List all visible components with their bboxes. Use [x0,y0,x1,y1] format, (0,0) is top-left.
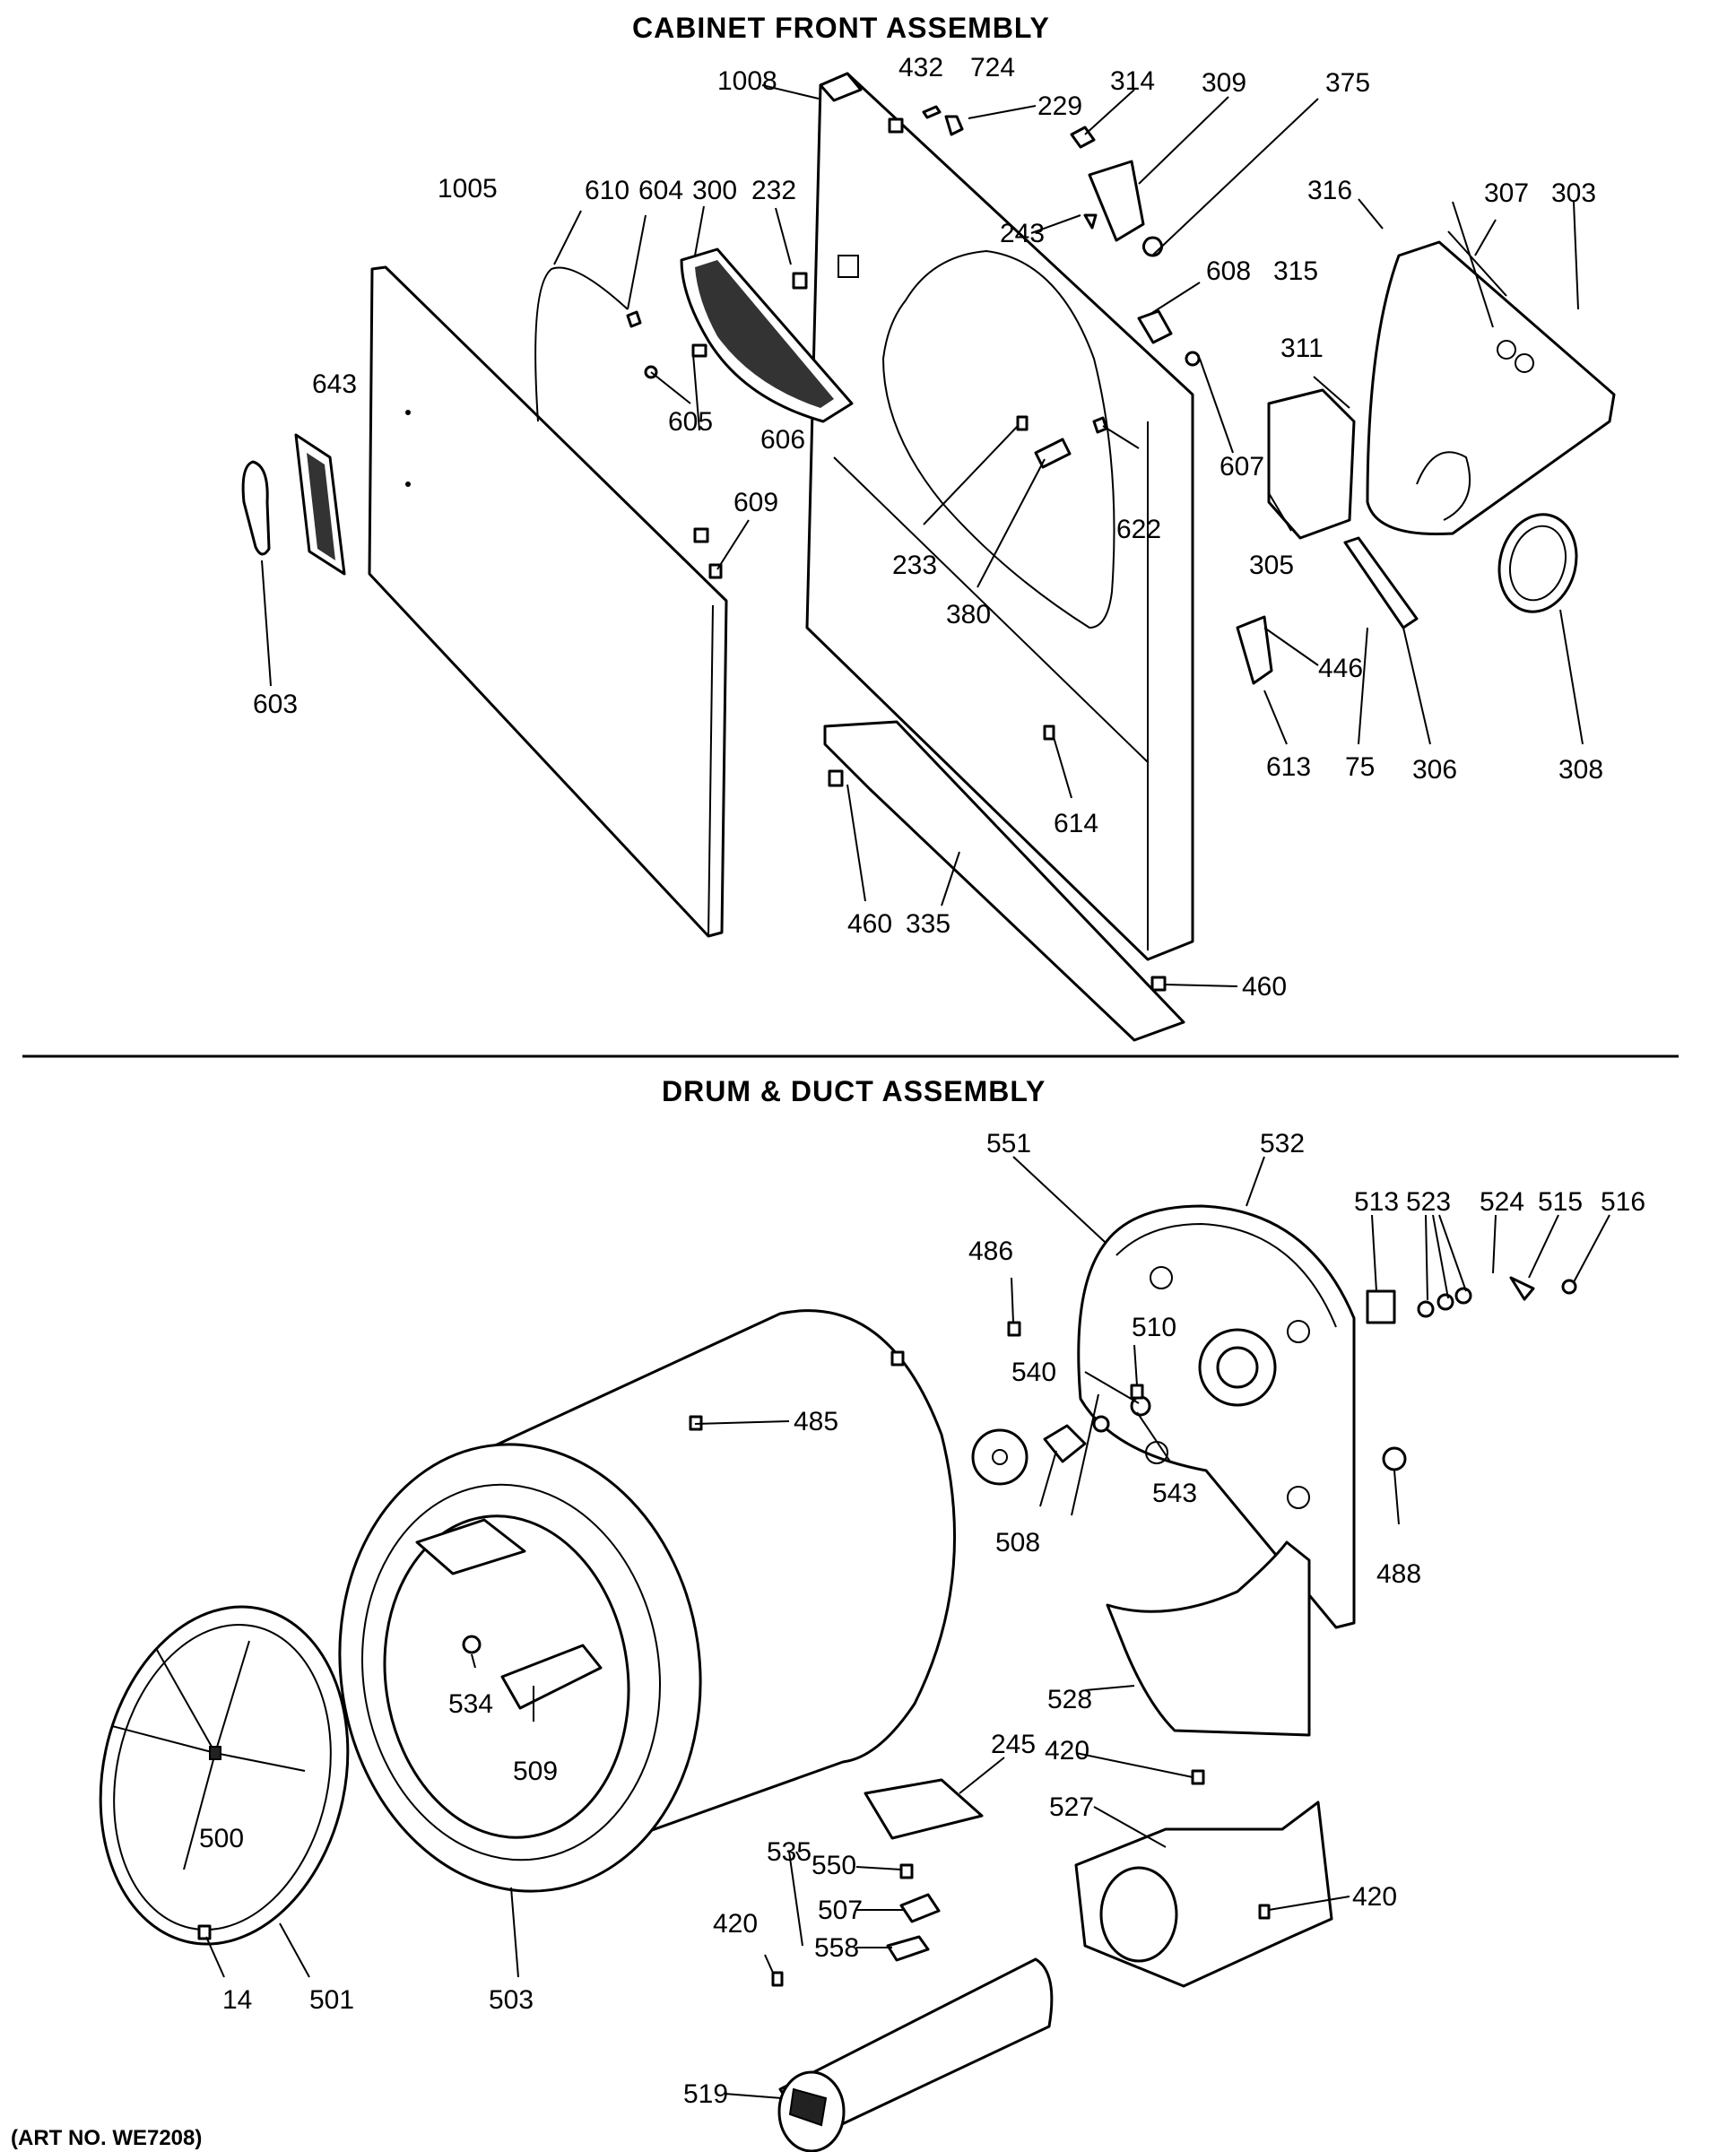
label-532: 532 [1260,1129,1305,1158]
label-75: 75 [1345,752,1375,782]
label-1005: 1005 [438,174,498,204]
label-500: 500 [199,1824,244,1853]
label-485: 485 [794,1407,838,1436]
drum-503 [338,1309,956,1893]
drum-hardware [462,1276,1577,1987]
label-420-a: 420 [1045,1736,1089,1766]
label-309: 309 [1202,68,1246,98]
label-460-right: 460 [1242,972,1287,1002]
door-ring-501 [99,1605,350,1946]
cabinet-hardware [626,105,1201,992]
hinge-613 [1236,615,1273,685]
label-307: 307 [1484,178,1529,208]
label-432: 432 [898,53,943,82]
label-535: 535 [767,1837,812,1867]
label-724: 724 [970,53,1015,82]
blower-housing-527 [1074,1801,1333,1988]
label-543: 543 [1152,1479,1197,1508]
label-420-c: 420 [713,1909,758,1939]
cabinet-front-1008 [805,72,1194,961]
cabinet-front-title: CABINET FRONT ASSEMBLY [632,12,1050,44]
label-335: 335 [906,909,950,939]
duct-307 [1366,240,1616,536]
art-number: (ART NO. WE7208) [11,2126,202,2150]
strip-335 [823,720,1185,1042]
label-446: 446 [1318,654,1363,683]
label-513: 513 [1354,1187,1399,1217]
label-540: 540 [1011,1358,1056,1387]
drum-duct-title: DRUM & DUCT ASSEMBLY [662,1075,1046,1107]
label-607: 607 [1220,452,1264,482]
label-380: 380 [946,600,991,629]
label-643: 643 [312,369,357,399]
label-232: 232 [751,176,796,205]
label-515: 515 [1538,1187,1583,1217]
label-519: 519 [683,2079,728,2109]
label-516: 516 [1601,1187,1645,1217]
label-306: 306 [1412,755,1457,785]
label-507: 507 [818,1896,863,1925]
bulkhead-532 [1077,1204,1356,1629]
label-316: 316 [1307,176,1352,205]
label-245: 245 [991,1730,1036,1759]
cover-305 [1267,388,1356,540]
label-308: 308 [1558,755,1603,785]
duct-528 [1106,1540,1311,1737]
label-524: 524 [1480,1187,1524,1217]
label-305: 305 [1249,551,1294,580]
label-510: 510 [1132,1313,1176,1342]
label-229: 229 [1037,91,1082,121]
label-534: 534 [448,1689,493,1719]
label-604: 604 [638,176,683,205]
label-233: 233 [892,551,937,580]
door-handle-603 [241,460,271,556]
label-300: 300 [692,176,737,205]
lint-filter-300 [680,247,854,423]
label-503: 503 [489,1985,534,2015]
label-420-b: 420 [1352,1882,1397,1912]
label-488: 488 [1376,1559,1421,1589]
label-509: 509 [513,1757,558,1786]
label-1008: 1008 [717,66,777,96]
label-460-left: 460 [847,909,892,939]
label-622: 622 [1116,515,1161,544]
label-550: 550 [812,1851,856,1880]
label-314: 314 [1110,66,1155,96]
cabinet-leaders [261,84,1584,987]
drum-labels: 551 532 513 523 524 515 516 486 510 540 … [199,1129,1645,2109]
label-605: 605 [668,407,713,437]
seal-308 [1497,513,1578,613]
drum-leaders [205,1156,1610,2099]
label-243: 243 [1000,219,1045,248]
label-311: 311 [1280,334,1324,363]
label-14: 14 [222,1985,252,2015]
label-551: 551 [986,1129,1031,1158]
label-527: 527 [1049,1792,1094,1822]
cabinet-labels: 1008 432 724 229 314 309 375 1005 610 60… [253,53,1603,1002]
heater-519 [777,1957,1054,2152]
label-315: 315 [1273,256,1318,286]
plate-643 [294,433,346,576]
label-486: 486 [968,1237,1013,1266]
bracket-306 [1343,536,1419,629]
label-609: 609 [733,488,778,517]
label-528: 528 [1047,1685,1092,1714]
label-603: 603 [253,690,298,719]
label-613: 613 [1266,752,1311,782]
label-614: 614 [1054,809,1098,838]
label-606: 606 [760,425,805,455]
label-610: 610 [585,176,629,205]
label-523: 523 [1406,1187,1451,1217]
label-303: 303 [1551,178,1596,208]
door-panel-1005 [368,265,728,938]
label-558: 558 [814,1933,859,1963]
wire-610 [534,266,629,422]
label-508: 508 [995,1528,1040,1558]
label-608: 608 [1206,256,1251,286]
label-501: 501 [309,1985,354,2015]
label-375: 375 [1325,68,1370,98]
